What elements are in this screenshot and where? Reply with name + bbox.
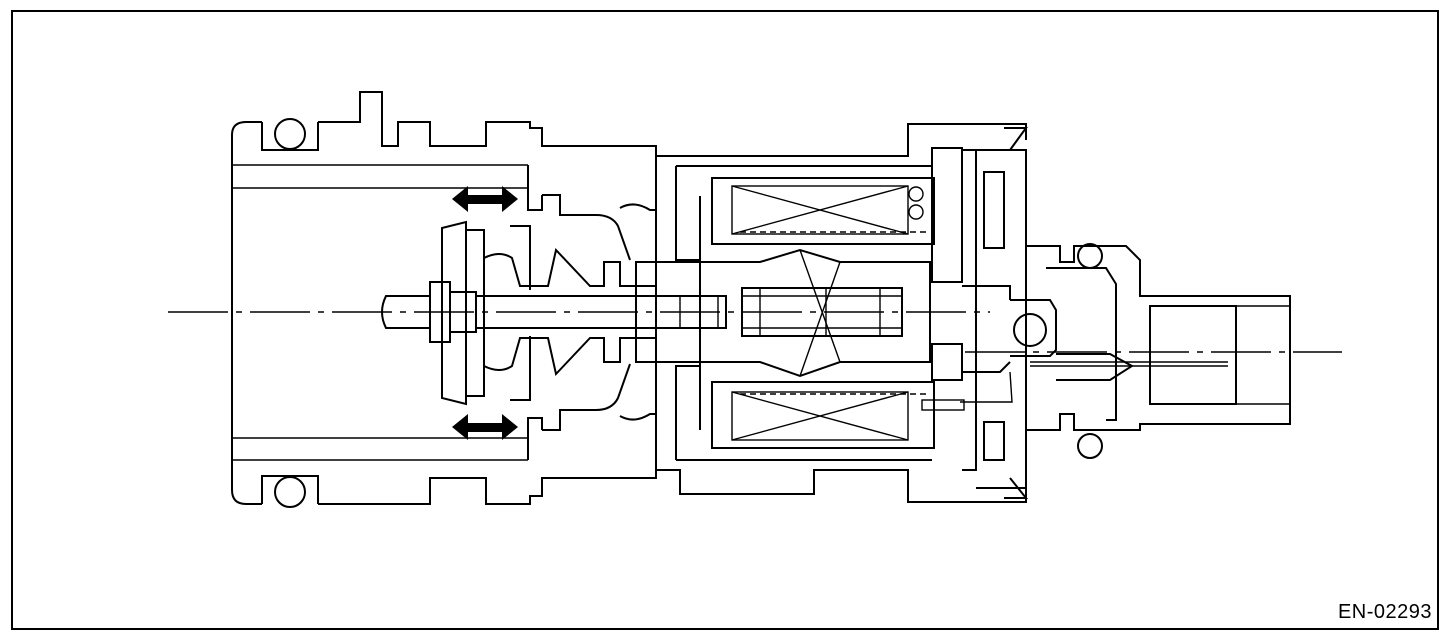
o-ring-bottom-left: [261, 475, 319, 508]
o-ring-top-left: [261, 118, 319, 151]
double-arrow-top-icon: [452, 186, 518, 212]
ball-valve: [1010, 299, 1057, 357]
double-arrow-bottom-icon: [452, 414, 518, 440]
o-ring-top-right: [1077, 243, 1103, 269]
plunger: [635, 248, 931, 378]
o-ring-bottom-right: [1077, 433, 1103, 459]
diagram-frame: [11, 10, 1439, 630]
figure-id-label: EN-02293: [1337, 601, 1432, 623]
end-plate: [921, 127, 1029, 499]
coil-top: [711, 177, 935, 245]
right-connector: [1026, 245, 1291, 431]
coil-bottom: [711, 381, 935, 449]
diaphragm-section: [483, 194, 656, 431]
valve-disc: [429, 220, 485, 406]
left-housing: [231, 91, 657, 505]
valve-stem: [381, 295, 727, 329]
